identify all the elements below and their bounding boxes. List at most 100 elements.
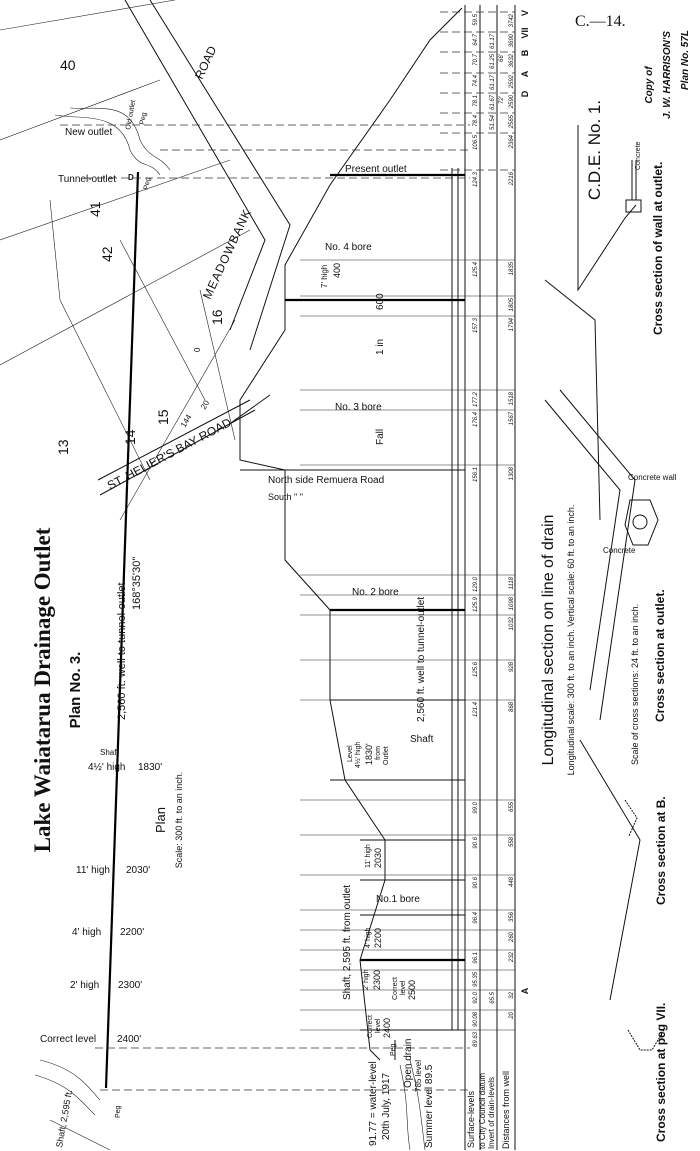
grade-one-in: 1 in (375, 339, 386, 355)
plan-bearing: 168°35'30" (131, 557, 143, 610)
station-dist: 2216 (509, 171, 515, 186)
station-dist: 260 (509, 931, 515, 943)
road-meadowbank: MEADOWBANK (200, 207, 254, 302)
shaft-label: Shaft (410, 734, 434, 745)
station-surface: 70.7 (473, 53, 479, 65)
station-surface: 121.4 (473, 701, 479, 717)
plan-point-label: 4' high (72, 927, 101, 938)
col-label: level (400, 980, 407, 995)
bore-2-label: No. 2 bore (352, 587, 399, 598)
plan-drain-length: 2,560 ft. well to tunnel-outlet (116, 582, 128, 720)
plan-lot-lines (0, 0, 291, 1151)
level-785-label: 785 level (414, 1060, 423, 1092)
bore-3-label: No. 3 bore (335, 402, 382, 413)
station-mark: B (520, 49, 530, 56)
page-title: Lake Waiatarua Drainage Outlet (30, 527, 55, 852)
station-surface: 124.3 (473, 171, 479, 187)
station-dist: 3690 (509, 33, 515, 47)
col-label: level (375, 1018, 382, 1033)
row-label-invert: Invert of drain-levels (487, 1077, 496, 1149)
present-outlet-label: Present outlet (345, 164, 407, 175)
shaft-projection-lines (95, 1047, 470, 1091)
bore-lines (285, 173, 465, 962)
station-dist: 1567 (509, 411, 515, 425)
plan-point-dist: 1830' (138, 762, 162, 773)
cde-number: C.D.E. No. 1. (585, 100, 604, 200)
station-dist: 655 (509, 801, 515, 812)
station-surface: 99.0 (473, 801, 479, 813)
peg-label: Peg (139, 112, 148, 126)
station-dist: 32 (509, 991, 515, 998)
bore-4-label: No. 4 bore (325, 242, 372, 253)
remuera-south-label: South " " (268, 492, 303, 502)
station-surface: 95.35 (473, 971, 479, 987)
open-drain-label: Open drain (403, 1039, 414, 1088)
grade-fall: Fall (375, 429, 386, 445)
summer-level-label: Summer level 89.5 (424, 1064, 435, 1148)
section-length-label: 2,560 ft. well to tunnel-outlet (416, 597, 427, 722)
station-surface: 125.9 (473, 596, 479, 612)
station-mark: VII (520, 27, 530, 38)
station-surface: 96.1 (473, 952, 479, 964)
cross-section-wall-outlet: Cross section of wall at outlet. (651, 162, 665, 335)
row-label-distances: Distances from well (501, 1071, 511, 1149)
concrete-label: Concrete (635, 141, 642, 170)
station-dist: 1118 (509, 576, 515, 589)
station-dist: 1098 (509, 596, 515, 610)
station-surface: 177.2 (473, 391, 479, 407)
lot-40: 40 (60, 57, 76, 73)
section-scales: Longitudinal scale: 300 ft. to an inch. … (566, 505, 576, 776)
cross-section-drawings (544, 125, 665, 1051)
col-high: 4' high (365, 927, 372, 948)
lot-fragment: 20 (199, 398, 212, 411)
level-box-text: 4½' high (354, 742, 362, 768)
station-dist: 2565 (509, 114, 515, 129)
station-mark: A (520, 70, 530, 77)
station-surface: 106.5 (473, 134, 479, 150)
copy-note-3: Plan No. 57L (680, 30, 691, 90)
lot-41: 41 (87, 201, 103, 217)
col-high: 11' high (365, 844, 372, 868)
plan-point-label: 2' high (70, 980, 99, 991)
copy-note-1: Copy of (644, 65, 655, 104)
lot-fragment: 0 (193, 347, 202, 352)
station-dist: 1794 (509, 317, 515, 331)
projection-lines (60, 124, 470, 179)
station-dist: 3742 (509, 13, 515, 27)
station-dist: 1032 (509, 616, 515, 630)
cross-section-at-peg: Cross section at peg VII. (654, 1003, 668, 1142)
station-mark: V (520, 10, 530, 16)
col-label: Correct (367, 1015, 374, 1038)
lot-42: 42 (99, 246, 115, 262)
station-surface: 156.1 (473, 467, 479, 482)
lot-14: 14 (122, 429, 138, 445)
plan-number: Plan No. 3. (67, 652, 84, 729)
station-surface: 74.4 (473, 74, 479, 86)
station-dist: 1518 (509, 391, 515, 405)
station-dist: 558 (509, 836, 515, 847)
road-label: ROAD (192, 44, 219, 82)
station-dist: 20 (509, 1011, 515, 1019)
offset-label: 66' (499, 53, 505, 62)
col-distance: 2300 (372, 970, 382, 990)
lot-16: 16 (209, 309, 225, 325)
lot-15: 15 (155, 409, 171, 425)
lot-fragment: 144 (179, 412, 194, 429)
plan-shaft-label: Shaft, 2,595 ft. (54, 1089, 74, 1148)
station-surface: 78.4 (473, 114, 479, 126)
section-table-columns (464, 5, 516, 1150)
road-st-heliers: ST. HELIER'S BAY ROAD (105, 415, 234, 493)
sheet-reference: C.—14. (575, 13, 626, 30)
station-invert: 61.25 (490, 53, 496, 69)
station-invert: 51.54 (490, 114, 496, 130)
grade-distance: 400 (332, 263, 342, 278)
station-dist: 232 (509, 951, 515, 963)
cross-section-at-b: Cross section at B. (654, 796, 668, 905)
section-title: Longitudinal section on line of drain (540, 515, 557, 766)
section-peg-label: Peg (390, 1043, 397, 1056)
level-box-text: from (375, 746, 382, 760)
station-dist: 1308 (509, 466, 515, 480)
station-invert: 61.17 (490, 33, 496, 49)
station-invert: 65.5 (490, 991, 496, 1003)
